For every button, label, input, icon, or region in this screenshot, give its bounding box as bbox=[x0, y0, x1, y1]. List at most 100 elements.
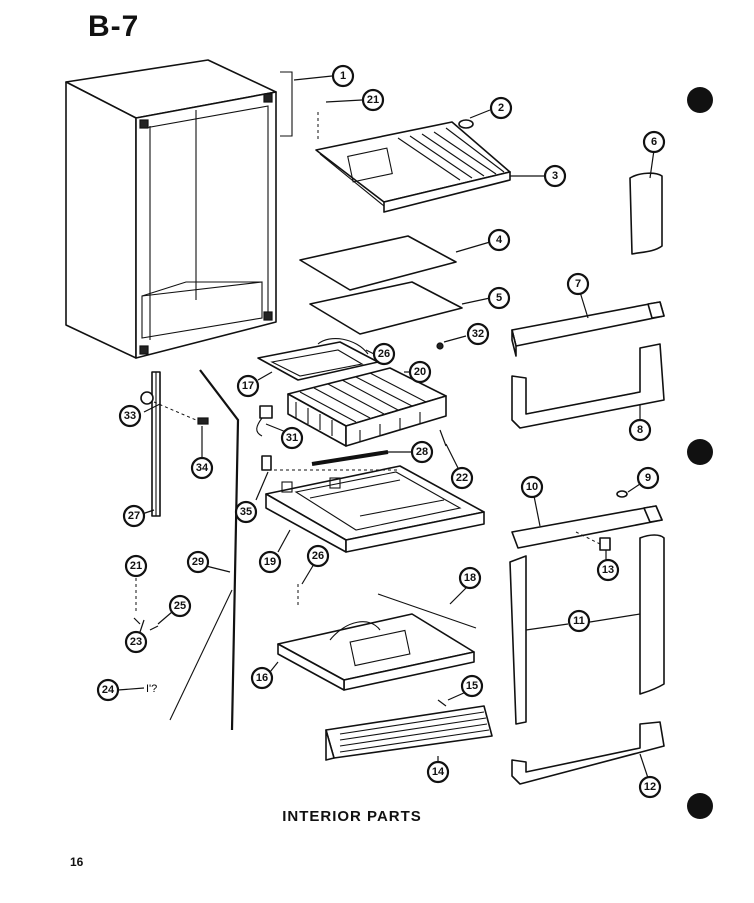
svg-text:29: 29 bbox=[192, 556, 204, 568]
callout-12: 12 bbox=[638, 775, 662, 799]
section-code: B-7 bbox=[88, 10, 140, 43]
callout-24: 24 bbox=[96, 678, 120, 702]
door-bar-7 bbox=[511, 301, 665, 357]
callout-20: 20 bbox=[408, 360, 432, 384]
binder-hole-top bbox=[687, 87, 713, 113]
door-bar-10 bbox=[511, 505, 663, 549]
callout-27: 27 bbox=[122, 504, 146, 528]
pin-25 bbox=[149, 625, 159, 631]
leader-lines bbox=[117, 75, 655, 779]
callout-2: 2 bbox=[489, 96, 513, 120]
callout-5: 5 bbox=[487, 286, 511, 310]
callout-26-upper: 26 bbox=[372, 342, 396, 366]
callout-18: 18 bbox=[458, 566, 482, 590]
callout-34: 34 bbox=[190, 456, 214, 480]
svg-text:32: 32 bbox=[472, 328, 484, 340]
gasket-24: I'? bbox=[146, 683, 157, 695]
svg-text:8: 8 bbox=[637, 424, 643, 436]
damper-35 bbox=[261, 455, 272, 471]
callout-10: 10 bbox=[520, 475, 544, 499]
callout-14: 14 bbox=[426, 760, 450, 784]
clip-23 bbox=[133, 617, 141, 625]
callout-8: 8 bbox=[628, 418, 652, 442]
grille-14 bbox=[325, 705, 493, 761]
callout-26-lower: 26 bbox=[306, 544, 330, 568]
callout-16: 16 bbox=[250, 666, 274, 690]
callout-23: 23 bbox=[124, 630, 148, 654]
screw-15 bbox=[437, 699, 447, 707]
binder-hole-bottom bbox=[687, 793, 713, 819]
panel-4 bbox=[299, 235, 457, 291]
svg-text:31: 31 bbox=[286, 432, 298, 444]
svg-text:25: 25 bbox=[174, 600, 186, 612]
svg-text:10: 10 bbox=[526, 481, 538, 493]
svg-text:6: 6 bbox=[651, 136, 657, 148]
svg-text:26: 26 bbox=[312, 550, 324, 562]
svg-text:1: 1 bbox=[340, 70, 346, 82]
callout-11: 11 bbox=[567, 609, 591, 633]
svg-text:24: 24 bbox=[102, 684, 115, 696]
callout-29: 29 bbox=[186, 550, 210, 574]
thermostat-31 bbox=[259, 405, 273, 419]
trim-strip-27 bbox=[151, 371, 161, 517]
screw-34 bbox=[197, 417, 209, 425]
svg-text:13: 13 bbox=[602, 564, 614, 576]
callout-19: 19 bbox=[258, 550, 282, 574]
svg-text:4: 4 bbox=[496, 234, 503, 246]
cabinet-shell bbox=[65, 59, 277, 359]
callout-21-top: 21 bbox=[361, 88, 385, 112]
callout-7: 7 bbox=[566, 272, 590, 296]
callout-31: 31 bbox=[280, 426, 304, 450]
svg-text:20: 20 bbox=[414, 366, 426, 378]
page-number: 16 bbox=[70, 855, 84, 869]
svg-text:28: 28 bbox=[416, 446, 428, 458]
diagram-caption: INTERIOR PARTS bbox=[282, 808, 422, 825]
screw-32 bbox=[436, 342, 444, 350]
callout-13: 13 bbox=[596, 558, 620, 582]
svg-text:17: 17 bbox=[242, 380, 254, 392]
svg-text:21: 21 bbox=[367, 94, 379, 106]
door-shelf-12 bbox=[511, 721, 665, 785]
tube-28 bbox=[311, 450, 389, 466]
cabinet-bracket bbox=[280, 71, 293, 137]
callout-4: 4 bbox=[487, 228, 511, 252]
svg-text:27: 27 bbox=[128, 510, 140, 522]
svg-text:22: 22 bbox=[456, 472, 468, 484]
freezer-floor-19 bbox=[265, 465, 485, 553]
knob-33 bbox=[140, 391, 154, 405]
svg-text:15: 15 bbox=[466, 680, 478, 692]
svg-text:34: 34 bbox=[196, 462, 209, 474]
svg-text:14: 14 bbox=[432, 766, 445, 778]
callout-33: 33 bbox=[118, 404, 142, 428]
top-cover-panel bbox=[315, 121, 511, 213]
clip-9 bbox=[616, 490, 628, 498]
svg-text:23: 23 bbox=[130, 636, 142, 648]
crisper-cover-16 bbox=[277, 613, 475, 691]
callout-15: 15 bbox=[460, 674, 484, 698]
door-trim-11-right bbox=[639, 534, 665, 695]
svg-text:33: 33 bbox=[124, 410, 136, 422]
svg-text:7: 7 bbox=[575, 278, 581, 290]
door-shelf-6 bbox=[629, 172, 663, 255]
callout-1: 1 bbox=[331, 64, 355, 88]
binder-hole-middle bbox=[687, 439, 713, 465]
callout-28: 28 bbox=[410, 440, 434, 464]
panel-5 bbox=[309, 281, 463, 335]
rod-18 bbox=[377, 593, 477, 629]
screw-22 bbox=[439, 429, 447, 447]
svg-text:2: 2 bbox=[498, 102, 504, 114]
callout-22: 22 bbox=[450, 466, 474, 490]
svg-text:16: 16 bbox=[256, 672, 268, 684]
drain-tube-29 bbox=[199, 369, 240, 731]
callout-3: 3 bbox=[543, 164, 567, 188]
evaporator-coil bbox=[287, 367, 447, 447]
svg-text:5: 5 bbox=[496, 292, 502, 304]
callout-35: 35 bbox=[234, 500, 258, 524]
svg-text:12: 12 bbox=[644, 781, 656, 793]
door-trim-11-left bbox=[509, 555, 527, 725]
retainer-13 bbox=[599, 537, 611, 551]
svg-text:3: 3 bbox=[552, 170, 558, 182]
door-bin-8 bbox=[511, 343, 665, 429]
svg-text:9: 9 bbox=[645, 472, 651, 484]
